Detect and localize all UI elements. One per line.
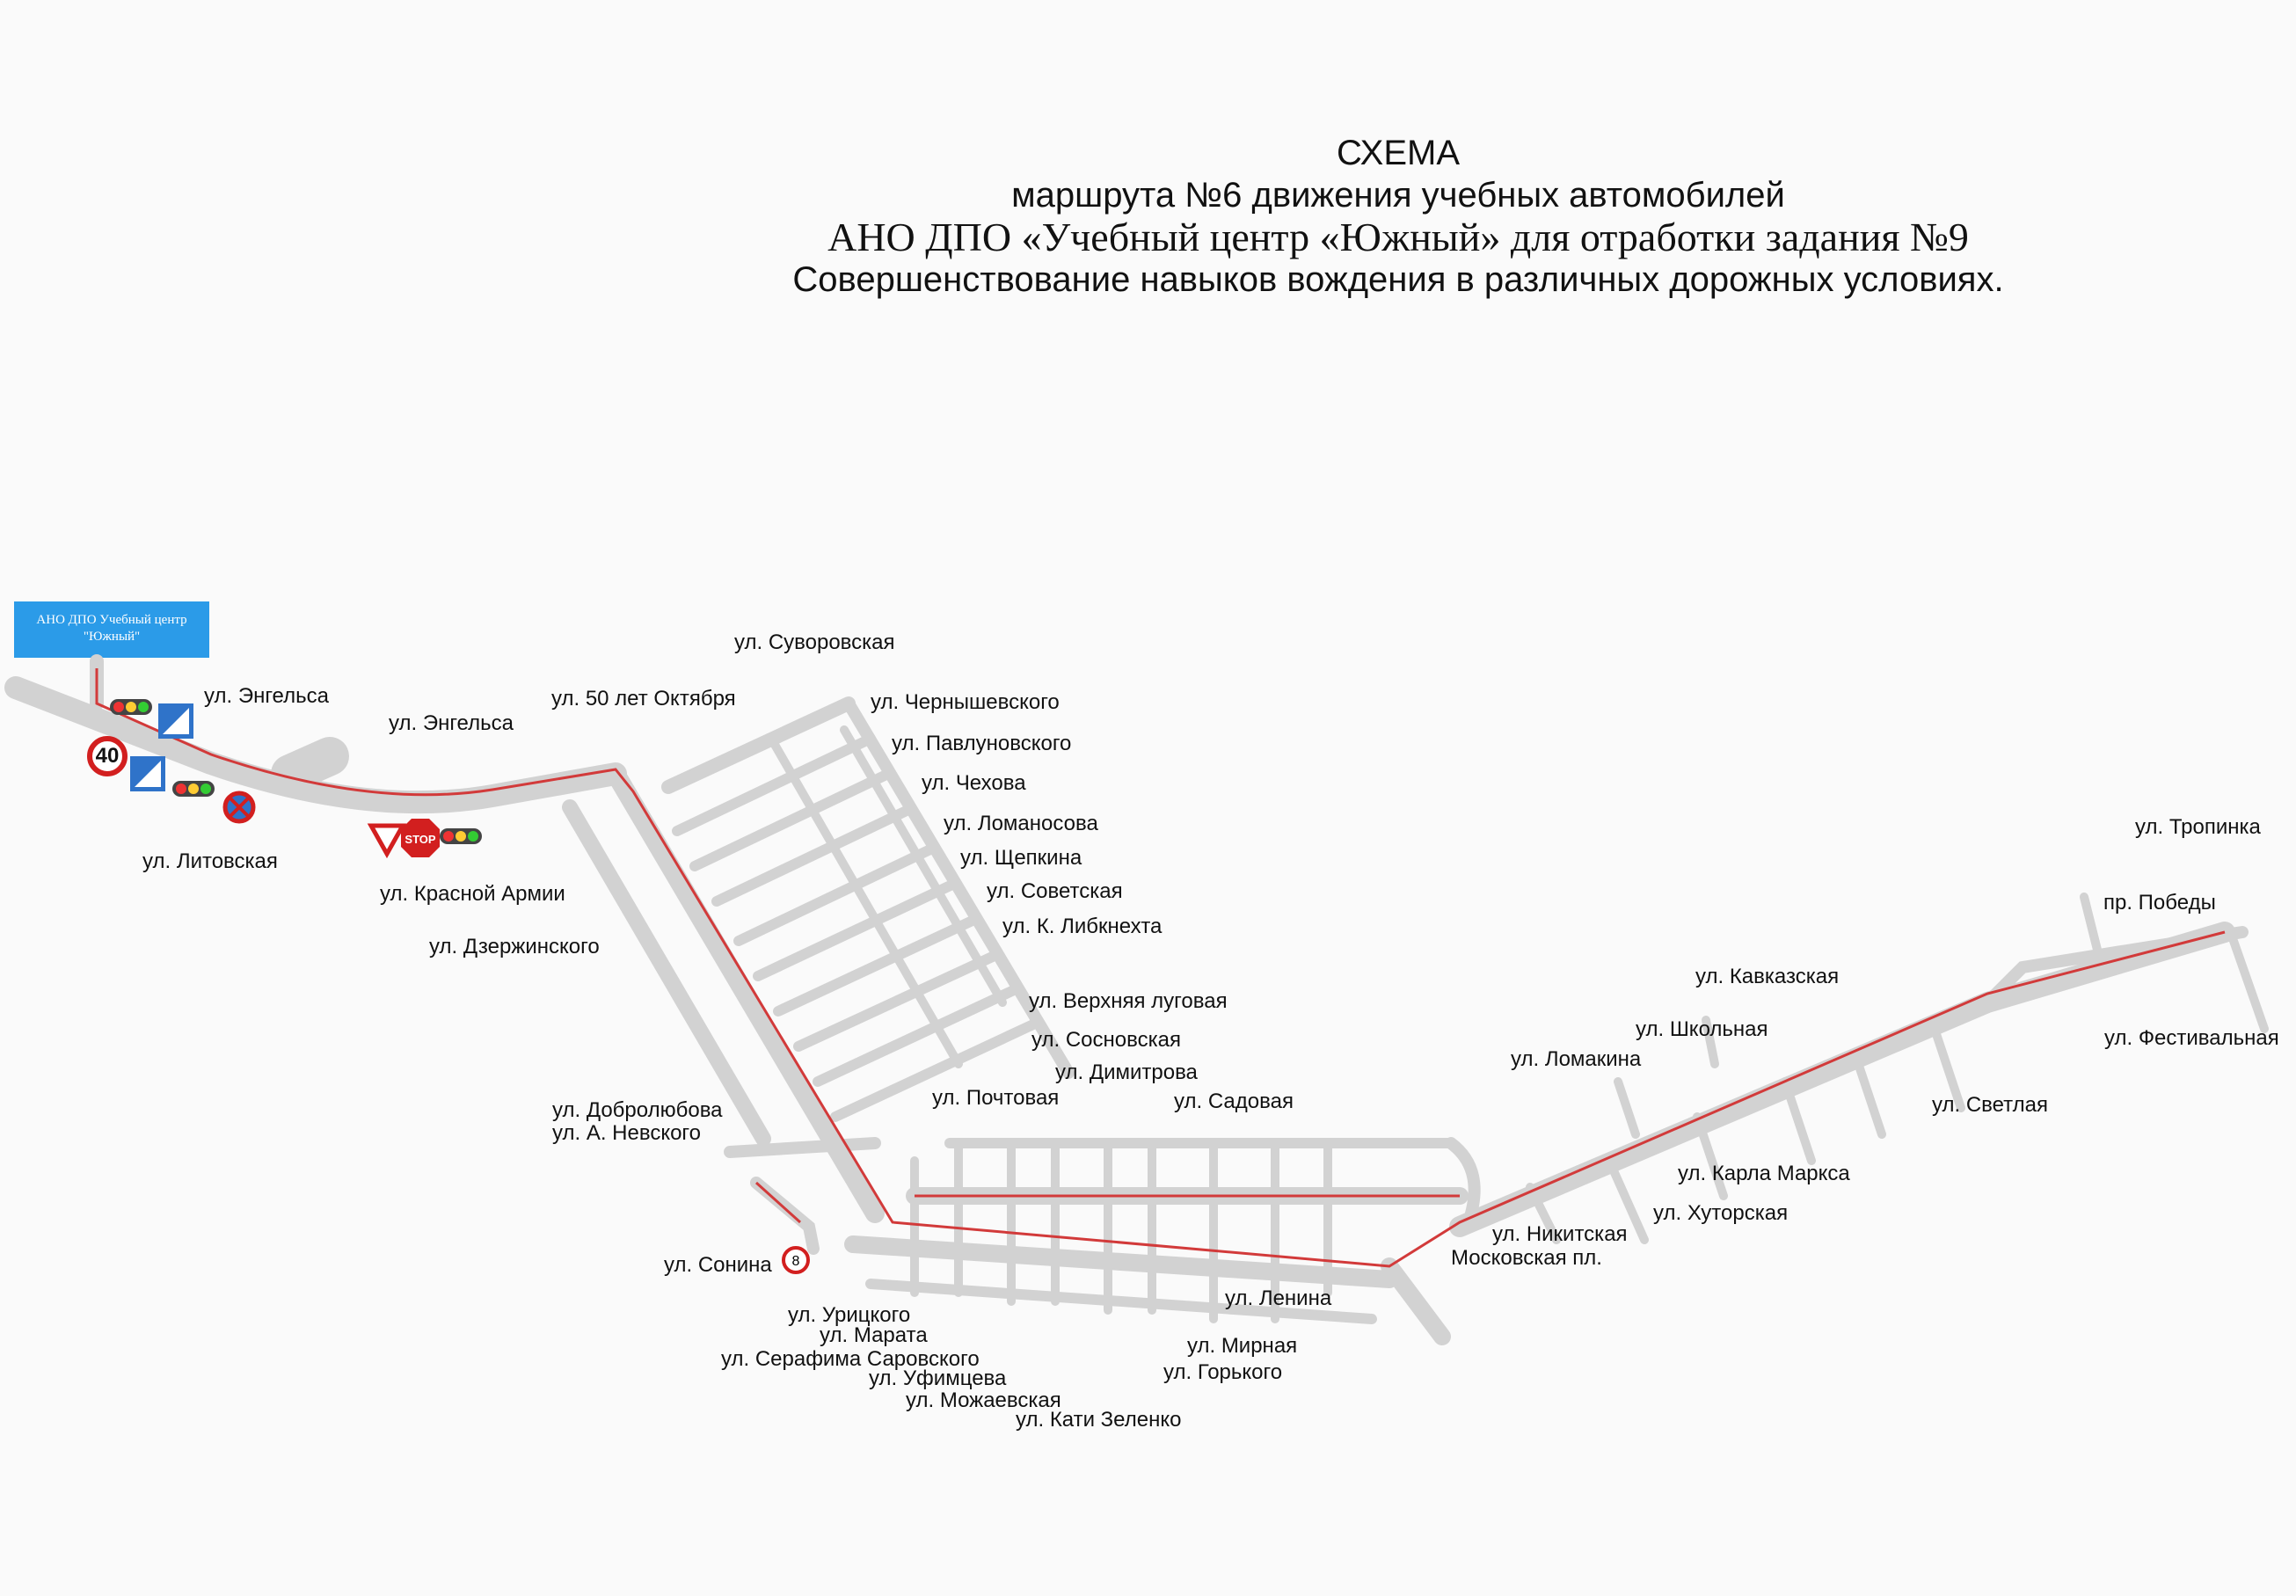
street-label: ул. Дзержинского [429, 935, 600, 958]
street-label: ул. Тропинка [2135, 815, 2262, 839]
svg-text:40: 40 [96, 744, 120, 768]
street-label: ул. Чернышевского [871, 690, 1060, 714]
street-label: Московская пл. [1451, 1246, 1602, 1270]
stop-sign: STOP [401, 819, 440, 857]
street-label: ул. Красной Армии [380, 882, 565, 906]
road-network [4, 654, 2269, 1345]
street-label: ул. Кавказская [1695, 965, 1839, 988]
street-label: ул. Чехова [922, 771, 1026, 795]
title-line-1: СХЕМА [1337, 134, 1460, 172]
street-label: ул. 50 лет Октября [551, 687, 736, 711]
map-title: СХЕМА маршрута №6 движения учебных автом… [686, 132, 2110, 301]
title-line-3: АНО ДПО «Учебный центр «Южный» для отраб… [827, 215, 1969, 259]
traffic-light-icon [440, 828, 482, 844]
training-route [95, 668, 2226, 1268]
road-lenina [844, 1235, 1398, 1288]
org-box-line-2: "Южный" [83, 630, 141, 644]
traffic-light-icon [110, 699, 152, 715]
street-label: ул. Хуторская [1653, 1201, 1788, 1225]
street-label: ул. Садовая [1174, 1090, 1294, 1113]
street-label: ул. Суворовская [734, 630, 895, 654]
street-label: ул. Павлуновского [892, 732, 1071, 755]
street-label: ул. Горького [1163, 1360, 1282, 1384]
street-label: ул. Литовская [142, 849, 278, 873]
street-label: ул. Ломаносова [944, 812, 1098, 835]
give-way-triangle [367, 823, 407, 859]
traffic-signs: 40 STOP 8 [87, 699, 810, 1274]
speed-limit-sign: 40 [87, 736, 128, 776]
street-label: ул. Ломакина [1511, 1047, 1642, 1071]
road-junction-litovskaya [271, 737, 349, 793]
street-label: ул. Карла Маркса [1678, 1162, 1850, 1185]
street-label: ул. Уфимцева [869, 1366, 1007, 1390]
street-label: ул. Фестивальная [2104, 1026, 2279, 1050]
title-line-2: маршрута №6 движения учебных автомобилей [1011, 176, 1785, 215]
street-label: ул. Никитская [1492, 1222, 1628, 1246]
street-label: ул. Сосновская [1031, 1028, 1181, 1052]
road-engelsa [4, 676, 627, 814]
street-label: ул. Кати Зеленко [1016, 1408, 1181, 1432]
title-line-4: Совершенствование навыков вождения в раз… [792, 260, 2004, 299]
street-labels: ул. Энгельса ул. Энгельса ул. Литовская … [142, 630, 2279, 1432]
route-8-sign: 8 [782, 1246, 810, 1274]
street-label: ул. Можаевская [906, 1388, 1061, 1412]
street-label: ул. Почтовая [932, 1086, 1059, 1110]
street-label: ул. Добролюбова [552, 1098, 723, 1122]
street-label: ул. К. Либкнехта [1002, 915, 1163, 938]
street-label: ул. Энгельса [389, 711, 514, 735]
traffic-light-icon [172, 781, 215, 797]
street-label: ул. Димитрова [1055, 1060, 1199, 1084]
street-label: ул. Ленина [1225, 1286, 1332, 1310]
svg-text:STOP: STOP [405, 833, 435, 846]
svg-text:8: 8 [792, 1254, 800, 1269]
pedestrian-crossing-icon [158, 703, 193, 739]
street-label: ул. Серафима Саровского [721, 1347, 980, 1371]
street-label: ул. Школьная [1636, 1017, 1768, 1041]
street-label: ул. А. Невского [552, 1121, 701, 1145]
street-label: ул. Светлая [1932, 1093, 2048, 1117]
street-label: пр. Победы [2103, 891, 2216, 915]
street-label: ул. Мирная [1187, 1334, 1297, 1358]
street-label: ул. Щепкина [960, 846, 1082, 870]
street-label: ул. Сонина [664, 1253, 772, 1277]
no-stopping-sign [222, 791, 256, 824]
pedestrian-crossing-icon [130, 756, 165, 791]
street-label: ул. Энгельса [204, 684, 330, 708]
street-label: ул. Марата [820, 1323, 928, 1347]
road-krasnoy-armii [562, 799, 771, 1147]
street-label: ул. Верхняя луговая [1029, 989, 1228, 1013]
street-label: ул. Урицкого [788, 1303, 910, 1327]
org-box-line-1: АНО ДПО Учебный центр [36, 613, 187, 627]
street-label: ул. Советская [987, 879, 1123, 903]
organization-start-box: АНО ДПО Учебный центр "Южный" [14, 601, 209, 658]
